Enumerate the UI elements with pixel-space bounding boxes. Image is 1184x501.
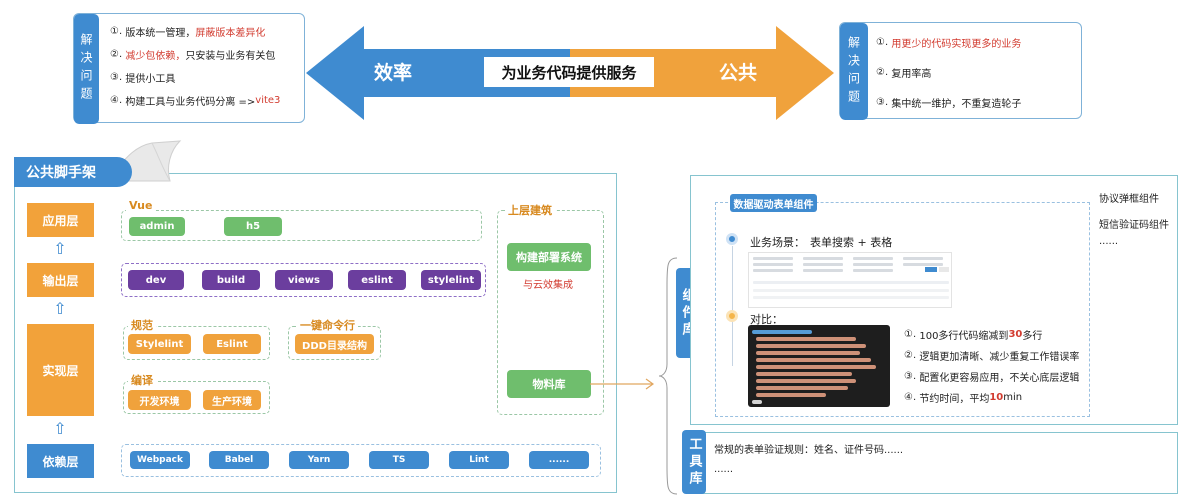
right-problem-item: ③. 集中统一维护，不重复造轮子 — [876, 96, 1022, 110]
chip-eslint: eslint — [348, 270, 406, 290]
brace — [659, 257, 678, 495]
scene-value: 表单搜索 + 表格 — [810, 236, 893, 249]
compare-label: 对比： — [750, 313, 783, 326]
chip-yarn: Yarn — [289, 451, 349, 469]
chip-stylelint-spec: Stylelint — [128, 334, 191, 354]
chip-lint: Lint — [449, 451, 509, 469]
chip-eslint-spec: Eslint — [203, 334, 261, 354]
layer-deps: 依赖层 — [27, 444, 94, 478]
vue-group — [121, 210, 482, 241]
chip-more: ...... — [529, 451, 589, 469]
compare-item: ③. 配置化更容易应用，不关心底层逻辑 — [904, 371, 1080, 384]
deps-group — [121, 444, 601, 477]
right-problem-box: 解决问题 ①. 用更少的代码实现更多的业务 ②. 复用率高 ③. 集中统一维护，… — [839, 22, 1082, 120]
connector-arrow — [590, 378, 655, 390]
right-problem-item: ①. 用更少的代码实现更多的业务 — [876, 36, 1022, 50]
cloud-integration-text: 与云效集成 — [523, 280, 573, 291]
upper-group-title: 上层建筑 — [505, 202, 555, 218]
up-arrow-icon: ⇧ — [53, 239, 67, 258]
compare-item: ②. 逻辑更加清晰、减少重复工作错误率 — [904, 350, 1080, 363]
form-table-screenshot — [748, 252, 952, 308]
left-problem-list: ①. 版本统一管理，屏蔽版本差异化 ②. 减少包依赖，只安装与业务有关包 ③. … — [110, 20, 280, 112]
left-problem-tag: 解决问题 — [74, 14, 99, 124]
chip-stylelint: stylelint — [421, 270, 481, 290]
chip-ddd: DDD目录结构 — [295, 334, 374, 354]
tool-lib-tag: 工具库 — [682, 430, 706, 494]
side-item-sms: 短信验证码组件 — [1099, 220, 1169, 231]
chip-dev-env: 开发环境 — [128, 390, 191, 410]
chip-build: build — [202, 270, 260, 290]
left-problem-item: ①. 版本统一管理，屏蔽版本差异化 — [110, 26, 266, 39]
chip-prod-env: 生产环境 — [203, 390, 261, 410]
arrow-left-half — [306, 26, 570, 120]
arrow-left-label: 效率 — [374, 62, 413, 84]
up-arrow-icon: ⇧ — [53, 299, 67, 318]
scaffold-title: 公共脚手架 — [14, 157, 132, 187]
layer-app: 应用层 — [27, 203, 94, 237]
arrow-center-banner: 为业务代码提供服务 — [484, 57, 654, 87]
chip-views: views — [275, 270, 333, 290]
chip-babel: Babel — [209, 451, 269, 469]
chip-webpack: Webpack — [130, 451, 190, 469]
right-problem-item: ②. 复用率高 — [876, 66, 932, 80]
chip-ts: TS — [369, 451, 429, 469]
compare-dot-icon — [726, 310, 738, 322]
layer-impl: 实现层 — [27, 324, 94, 416]
scene-dot-icon — [726, 233, 738, 245]
cmd-group-title: 一键命令行 — [297, 317, 358, 333]
right-problem-tag: 解决问题 — [840, 23, 868, 120]
right-problem-list: ①. 用更少的代码实现更多的业务 ②. 复用率高 ③. 集中统一维护，不重复造轮… — [876, 27, 1021, 117]
spec-group-title: 规范 — [128, 317, 156, 333]
layer-output: 输出层 — [27, 263, 94, 297]
left-problem-item: ②. 减少包依赖，只安装与业务有关包 — [110, 49, 276, 62]
up-arrow-icon: ⇧ — [53, 419, 67, 438]
left-problem-box: 解决问题 ①. 版本统一管理，屏蔽版本差异化 ②. 减少包依赖，只安装与业务有关… — [73, 13, 305, 124]
double-arrow — [306, 26, 834, 120]
timeline-line — [732, 246, 733, 366]
side-item-more: ...... — [1099, 236, 1119, 247]
tool-line-1: 常规的表单验证规则：姓名、证件号码...... — [714, 445, 904, 456]
code-screenshot — [748, 325, 890, 407]
chip-dev: dev — [128, 270, 184, 290]
tool-line-2: ...... — [714, 464, 734, 475]
tool-panel — [690, 432, 1178, 494]
side-item-protocol: 协议弹框组件 — [1099, 194, 1159, 205]
scene-label: 业务场景： — [750, 236, 805, 249]
left-problem-item: ③. 提供小工具 — [110, 72, 176, 85]
output-group — [121, 263, 486, 297]
arrow-right-label: 公共 — [719, 62, 758, 84]
left-problem-item: ④. 构建工具与业务代码分离 => vite3 — [110, 95, 281, 108]
compile-group-title: 编译 — [128, 372, 156, 388]
chip-admin: admin — [129, 217, 185, 236]
chip-material: 物料库 — [507, 370, 591, 398]
spec-group — [123, 326, 270, 360]
chip-deploy: 构建部署系统 — [507, 243, 591, 271]
compile-group — [123, 381, 270, 414]
chip-h5: h5 — [224, 217, 282, 236]
scaffold-panel — [14, 173, 617, 493]
vue-group-title: Vue — [126, 199, 156, 212]
arrow-right-half — [570, 26, 834, 120]
data-form-card-title: 数据驱动表单组件 — [730, 194, 817, 212]
